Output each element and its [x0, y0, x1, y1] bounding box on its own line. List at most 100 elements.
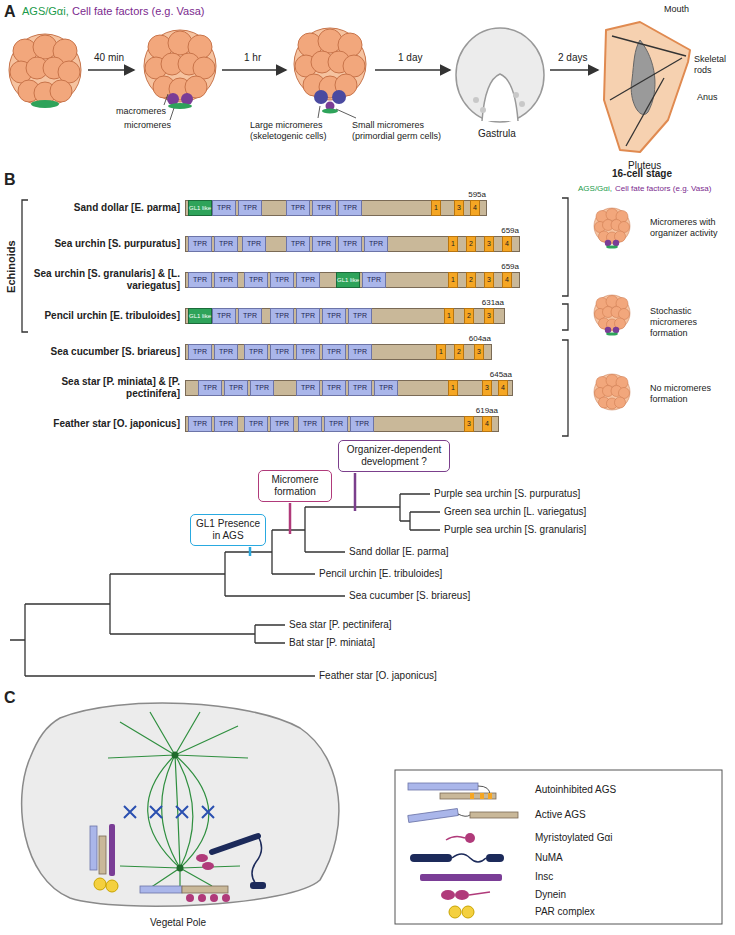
figure-path — [631, 40, 655, 114]
figure-circle — [613, 240, 619, 246]
figure-line — [88, 69, 134, 71]
figure-g — [108, 712, 248, 888]
figure-circle — [332, 90, 346, 104]
figure-path — [22, 703, 339, 906]
figure-g — [10, 494, 440, 676]
figure-line — [550, 69, 598, 71]
figure-circle — [94, 878, 106, 890]
figure-circle — [462, 906, 474, 918]
figure-use — [144, 30, 216, 102]
callout-tick — [354, 473, 357, 511]
node-text: TPR — [217, 204, 231, 211]
figure-rect — [470, 793, 474, 799]
length-label: 659a — [501, 227, 519, 236]
domain-box: TPR — [364, 236, 388, 252]
figure-use — [294, 28, 366, 100]
length-label: 595a — [468, 191, 486, 200]
figure-path — [124, 806, 136, 818]
node-text: TPR — [217, 312, 231, 319]
figure-rect — [410, 854, 452, 862]
protein-bar: Sand dollar [E. parma]595aGL1 likeTPRTPR… — [185, 200, 487, 216]
figure-path — [400, 494, 440, 530]
length-label: 645aa — [490, 371, 512, 380]
figure-path — [175, 755, 180, 868]
figure-label: AGS/Gαi, — [22, 5, 69, 18]
protein-bar: Sea urchin [S. purpuratus]659aTPRTPRTPRT… — [185, 236, 520, 252]
node-text: TPR — [219, 420, 233, 427]
node-text: TPR — [353, 348, 367, 355]
figure-rect — [395, 770, 722, 924]
figure-label: Sea cucumber [S. briareus] — [349, 590, 470, 602]
domain-box: 1 — [431, 200, 441, 216]
domain-box: TPR — [244, 272, 268, 288]
node-text: TPR — [275, 312, 289, 319]
domain-box: 4 — [498, 380, 508, 396]
node-text: 3 — [487, 312, 491, 319]
node-text: TPR — [243, 204, 257, 211]
domain-box: 3 — [484, 308, 494, 324]
figure-circle — [314, 90, 328, 104]
figure-label: Pencil urchin [E. tribuloides] — [319, 568, 442, 580]
node-text: 1 — [447, 312, 451, 319]
figure-use — [594, 374, 630, 410]
protein-bar: Sea star [P. miniata] & [P. pectinifera]… — [185, 380, 513, 396]
node-text: TPR — [247, 240, 261, 247]
figure-line — [170, 108, 174, 120]
figure-line — [612, 36, 686, 56]
domain-box: TPR — [312, 236, 336, 252]
figure-path — [108, 712, 248, 758]
figure-use — [9, 34, 81, 106]
figure-rect — [250, 882, 266, 889]
figure-path — [604, 22, 690, 152]
figure-label: 40 min — [94, 52, 124, 64]
domain-box: TPR — [238, 200, 262, 216]
node-text: TPR — [291, 240, 305, 247]
figure-label: Small micromeres (primordial germ cells) — [352, 120, 452, 142]
domain-box: TPR — [270, 308, 294, 324]
figure-label: Cell fate factors (e.g. Vasa) — [615, 184, 711, 194]
figure-ellipse — [441, 890, 455, 900]
domain-box: TPR — [338, 200, 362, 216]
figure-line — [222, 69, 286, 71]
figure-label: C — [4, 688, 16, 707]
domain-box: 3 — [474, 344, 484, 360]
figure-rect — [140, 886, 182, 893]
node-text: TPR — [275, 420, 289, 427]
node-text: TPR — [355, 420, 369, 427]
node-text: GL1 like — [189, 313, 211, 319]
figure-rect — [90, 826, 97, 870]
figure-line — [610, 58, 682, 100]
domain-box: TPR — [212, 200, 236, 216]
node-text: 1 — [451, 384, 455, 391]
figure-label: 2 days — [558, 52, 587, 64]
figure-label: 16-cell stage — [612, 168, 672, 180]
figure-rect — [480, 793, 484, 799]
figure-path — [10, 604, 315, 676]
domain-box: TPR — [238, 308, 262, 324]
node-text: 3 — [467, 420, 471, 427]
domain-box: TPR — [214, 272, 238, 288]
node-text: TPR — [327, 312, 341, 319]
figure-label: Cell fate factors (e.g. Vasa) — [72, 5, 204, 18]
node-text: 2 — [469, 240, 473, 247]
length-label: 659a — [501, 263, 519, 272]
species-name: Sea cucumber [S. briareus] — [30, 346, 180, 358]
node-text: TPR — [219, 348, 233, 355]
length-label: 631aa — [482, 299, 504, 308]
legend-text: PAR complex — [535, 906, 595, 918]
domain-box: 4 — [470, 200, 480, 216]
domain-box: TPR — [362, 272, 386, 288]
figure-path — [562, 198, 568, 296]
domain-box: TPR — [296, 344, 320, 360]
domain-box: GL1 like — [336, 272, 360, 288]
figure-label: Large micromeres (skeletogenic cells) — [250, 120, 342, 142]
figure-circle — [473, 97, 479, 103]
figure-circle — [519, 101, 525, 107]
domain-box: TPR — [298, 416, 322, 432]
domain-box: 3 — [464, 416, 474, 432]
domain-box: TPR — [312, 200, 336, 216]
figure-circle — [172, 752, 179, 759]
figure-path — [272, 530, 315, 574]
callout-tick — [289, 503, 292, 534]
domain-box: TPR — [214, 416, 238, 432]
